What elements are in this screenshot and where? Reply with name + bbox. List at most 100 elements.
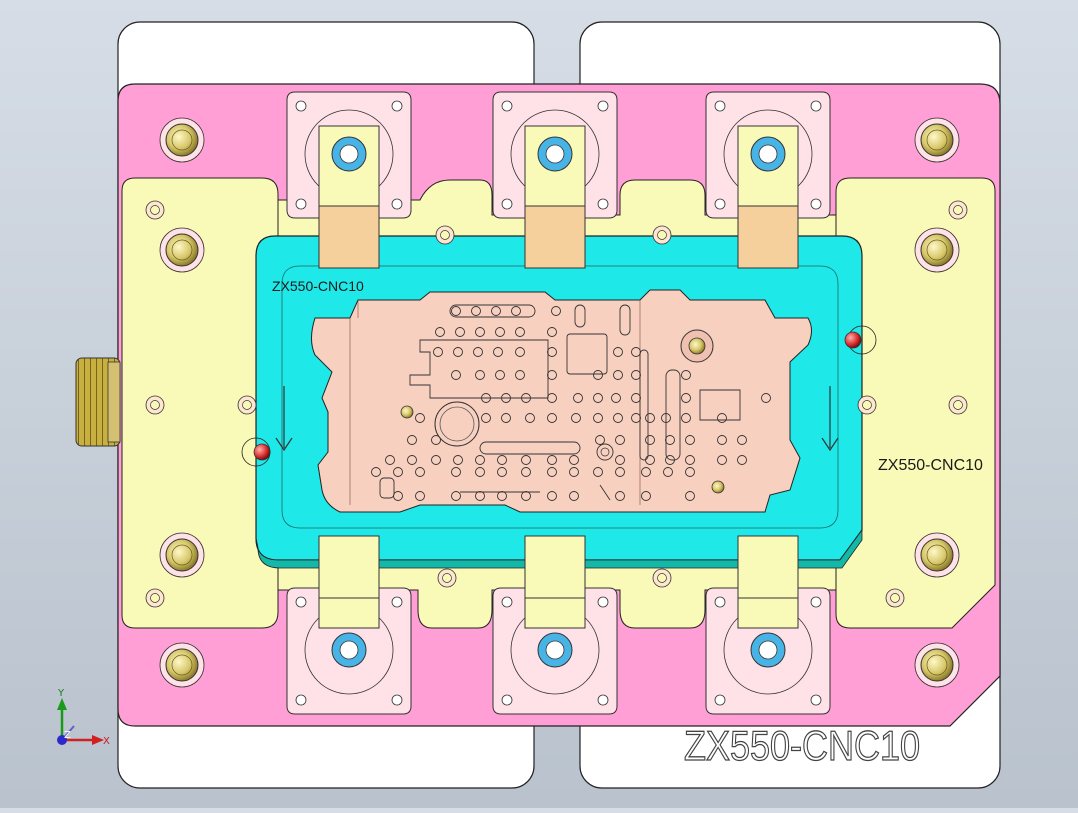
workpiece-hole [631, 413, 641, 423]
workpiece-hole [547, 370, 557, 380]
clamp-group [286, 91, 831, 715]
workpiece-hole [547, 347, 557, 357]
workpiece-hole [431, 435, 441, 445]
workpiece-hole [521, 491, 531, 501]
clamp-screw [295, 596, 307, 608]
clamp-bore-inner [339, 640, 359, 660]
bolt-socket [926, 654, 948, 676]
workpiece-hole [615, 491, 625, 501]
workpiece-part [311, 289, 812, 513]
workpiece-hole [491, 306, 501, 316]
workpiece-hole [451, 306, 461, 316]
clamp-screw [391, 198, 403, 210]
workpiece-hole [415, 413, 425, 423]
workpiece-hole [593, 467, 603, 477]
bolt-head [165, 648, 199, 682]
clamp-screw [501, 100, 513, 112]
workpiece-hole [737, 435, 747, 445]
workpiece-hole [573, 393, 583, 403]
workpiece-center-target [596, 443, 614, 461]
workpiece-hole [475, 370, 485, 380]
clamp-screw [597, 198, 609, 210]
workpiece-hole [681, 413, 691, 423]
locator-pin-right [844, 331, 862, 349]
workpiece-hole [453, 347, 463, 357]
workpiece-hole [475, 467, 485, 477]
workpiece-hole [613, 347, 623, 357]
dowel-hole-inner [862, 400, 872, 410]
workpiece-hole [569, 467, 579, 477]
workpiece-hole [481, 413, 491, 423]
dowel-hole-inner [657, 573, 667, 583]
workpiece-hole [407, 435, 417, 445]
dowel-hole-inner [150, 593, 160, 603]
workpiece-hole [431, 455, 441, 465]
workpiece-hole [547, 467, 557, 477]
workpiece-hole [611, 393, 621, 403]
workpiece-hole [645, 435, 655, 445]
clamp-screw [714, 100, 726, 112]
locating-plate-recess [281, 265, 839, 529]
workpiece-hole [595, 435, 605, 445]
bolt-head [165, 233, 199, 267]
workpiece-hole [631, 393, 641, 403]
workpiece-hole [415, 491, 425, 501]
clamp-screw [714, 198, 726, 210]
clamp-screw [810, 596, 822, 608]
base-engraving-label: ZX550-CNC10 [684, 724, 920, 770]
workpiece-hole [525, 413, 535, 423]
workpiece-large-bore [434, 401, 480, 447]
workpiece-hole [475, 327, 485, 337]
workpiece-hole [569, 491, 579, 501]
dowel-hole-inner [150, 400, 160, 410]
clamp-assembly [492, 535, 618, 715]
workpiece-hole [497, 455, 507, 465]
workpiece-hole [475, 455, 485, 465]
bolt-socket [926, 239, 948, 261]
clamp-bore-inner [545, 144, 565, 164]
workpiece-hole [473, 347, 483, 357]
fixture-bolt-group [159, 117, 960, 688]
clamp-screw [810, 198, 822, 210]
locator-pin-left [253, 443, 271, 461]
workpiece-hole [593, 413, 603, 423]
clamp-screw [391, 596, 403, 608]
workpiece-hole [515, 347, 525, 357]
workpiece-hole [385, 455, 395, 465]
workpiece-hole [663, 467, 673, 477]
workpiece-hole [515, 370, 525, 380]
workpiece-hole-group [371, 306, 771, 501]
workpiece-hole [641, 491, 651, 501]
workpiece-hole [631, 370, 641, 380]
fixture-small-hole-group [145, 200, 968, 608]
dowel-hole-inner [953, 400, 963, 410]
bolt-head [165, 123, 199, 157]
clamp-screw [597, 694, 609, 706]
workpiece-hole [393, 467, 403, 477]
dowel-hole-inner [953, 205, 963, 215]
clamp-bore-inner [339, 144, 359, 164]
workpiece-small-bolt-2 [711, 480, 725, 494]
clamp-assembly [705, 91, 831, 269]
workpiece-hole [455, 327, 465, 337]
clamp-assembly [492, 91, 618, 269]
clamp-screw [501, 596, 513, 608]
dowel-hole-inner [440, 230, 450, 240]
workpiece-hole [511, 306, 521, 316]
clamp-screw [391, 694, 403, 706]
workpiece-hole [521, 455, 531, 465]
bolt-socket [926, 544, 948, 566]
bolt-head [920, 123, 954, 157]
clamp-jaw [737, 205, 799, 269]
clamp-screw [597, 596, 609, 608]
clamp-jaw [524, 205, 586, 269]
clamp-screw [501, 198, 513, 210]
support-plate-right [835, 177, 996, 629]
axis-triad: Y X Z [57, 688, 110, 747]
workpiece-bore-inner [439, 406, 475, 442]
workpiece-hole [613, 413, 623, 423]
clamp-screw [295, 198, 307, 210]
workpiece-hole [435, 327, 445, 337]
